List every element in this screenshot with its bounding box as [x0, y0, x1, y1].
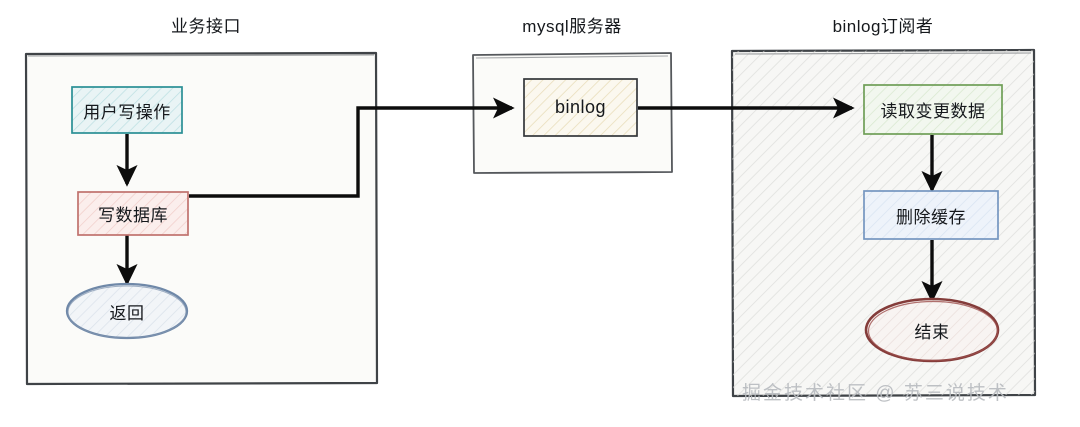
- node-return[interactable]: [65, 282, 189, 340]
- node-end[interactable]: [864, 297, 1000, 363]
- edge-write-db-to-binlog: [189, 97, 515, 198]
- node-del-cache[interactable]: [863, 190, 999, 240]
- node-binlog[interactable]: [523, 78, 638, 137]
- node-write-db[interactable]: [77, 191, 189, 236]
- node-read-changes[interactable]: [863, 84, 1003, 135]
- lane-title-subscriber: binlog订阅者: [832, 17, 934, 36]
- lane-title-business: 业务接口: [171, 17, 241, 36]
- node-user-write[interactable]: [71, 86, 183, 134]
- lane-title-mysql: mysql服务器: [522, 17, 622, 36]
- watermark-text: 掘金技术社区 @ 苏三说技术: [742, 383, 1009, 404]
